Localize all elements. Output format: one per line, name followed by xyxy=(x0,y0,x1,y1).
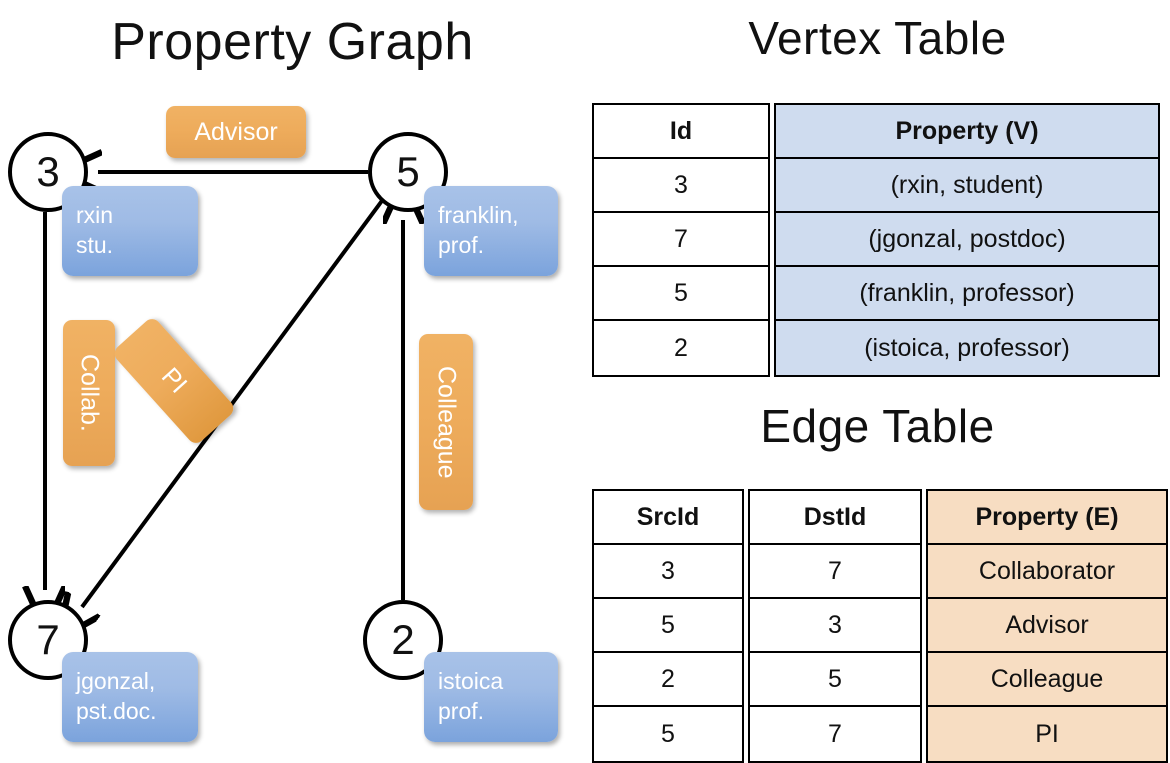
edge-label-advisor: Advisor xyxy=(166,106,306,158)
node-property-box-franklin: franklin, prof. xyxy=(424,186,558,276)
vertex-table-column-id: Id 3 7 5 2 xyxy=(592,103,770,377)
vertex-table-cell-property: (istoica, professor) xyxy=(776,321,1158,375)
edge-label-colleague-text: Colleague xyxy=(432,365,461,479)
vertex-table-cell-id: 2 xyxy=(674,333,688,362)
vertex-table: Id 3 7 5 2 Property (V) (rxin, student) … xyxy=(592,103,1160,377)
edge-line-5-7 xyxy=(82,196,386,607)
edge-table-cell-dstid: 7 xyxy=(750,545,920,599)
edge-table-cell-dstid: 5 xyxy=(750,653,920,707)
vertex-table-column-property: Property (V) (rxin, student) (jgonzal, p… xyxy=(774,103,1160,377)
node-property-box-jgonzal: jgonzal, pst.doc. xyxy=(62,652,198,742)
edge-table-cell-srcid: 2 xyxy=(594,653,742,707)
edge-label-advisor-text: Advisor xyxy=(194,117,278,146)
vertex-table-cell-property: (rxin, student) xyxy=(776,159,1158,213)
edge-table-cell-property: Collaborator xyxy=(928,545,1166,599)
vertex-table-cell-id: 7 xyxy=(594,213,768,267)
page-title-edge-table: Edge Table xyxy=(760,400,995,452)
vertex-table-cell-property: (jgonzal, postdoc) xyxy=(776,213,1158,267)
edge-table: SrcId 3 5 2 5 DstId 7 3 5 7 Property (E)… xyxy=(592,489,1168,763)
node-property-line-2: prof. xyxy=(438,698,485,724)
page-title-vertex-table: Vertex Table xyxy=(748,12,1007,64)
edge-table-cell-property: PI xyxy=(928,707,1166,761)
node-property-box-rxin: rxin stu. xyxy=(62,186,198,276)
property-graph-diagram: 3 5 7 2 rxin stu. franklin, prof. jgonza… xyxy=(0,0,585,760)
edge-label-pi-text: PI xyxy=(156,362,193,399)
edge-table-cell-property: Colleague xyxy=(928,653,1166,707)
edge-table-column-dstid: DstId 7 3 5 7 xyxy=(748,489,922,763)
edge-table-cell-srcid: 3 xyxy=(594,545,742,599)
node-property-line-1: rxin xyxy=(76,202,114,228)
graph-node-7-label: 7 xyxy=(36,616,60,663)
edge-table-cell-srcid: 5 xyxy=(594,599,742,653)
edge-table-header-dstid: DstId xyxy=(750,491,920,545)
edge-label-colleague: Colleague xyxy=(419,334,473,510)
graph-edge-lines xyxy=(0,0,585,760)
node-property-line-1: jgonzal, xyxy=(76,668,156,694)
edge-table-column-srcid: SrcId 3 5 2 5 xyxy=(592,489,744,763)
vertex-table-cell-id: 5 xyxy=(594,267,768,321)
node-property-line-1: franklin, xyxy=(438,202,519,228)
edge-table-cell-dstid: 3 xyxy=(750,599,920,653)
graph-node-5-label: 5 xyxy=(396,148,420,195)
graph-node-3-label: 3 xyxy=(36,148,60,195)
page-title-property-graph: Property Graph xyxy=(111,13,474,71)
vertex-table-header-property: Property (V) xyxy=(776,105,1158,159)
vertex-table-cell-property: (franklin, professor) xyxy=(776,267,1158,321)
edge-table-cell-dstid: 7 xyxy=(828,719,842,748)
node-property-line-1: istoica xyxy=(438,668,504,694)
node-property-line-2: prof. xyxy=(438,232,485,258)
edge-label-collab: Collab. xyxy=(63,320,115,466)
edge-table-cell-property: Advisor xyxy=(928,599,1166,653)
node-property-line-2: stu. xyxy=(76,232,114,258)
edge-table-header-srcid: SrcId xyxy=(594,491,742,545)
edge-table-header-property: Property (E) xyxy=(928,491,1166,545)
edge-label-collab-text: Collab. xyxy=(75,354,104,432)
edge-table-column-property: Property (E) Collaborator Advisor Collea… xyxy=(926,489,1168,763)
edge-table-cell-srcid: 5 xyxy=(661,719,675,748)
node-property-box-istoica: istoica prof. xyxy=(424,652,558,742)
graph-node-2-label: 2 xyxy=(391,616,415,663)
vertex-table-header-id: Id xyxy=(594,105,768,159)
node-property-line-2: pst.doc. xyxy=(76,698,157,724)
graph-node-2[interactable]: 2 xyxy=(363,600,443,680)
vertex-table-cell-id: 3 xyxy=(594,159,768,213)
